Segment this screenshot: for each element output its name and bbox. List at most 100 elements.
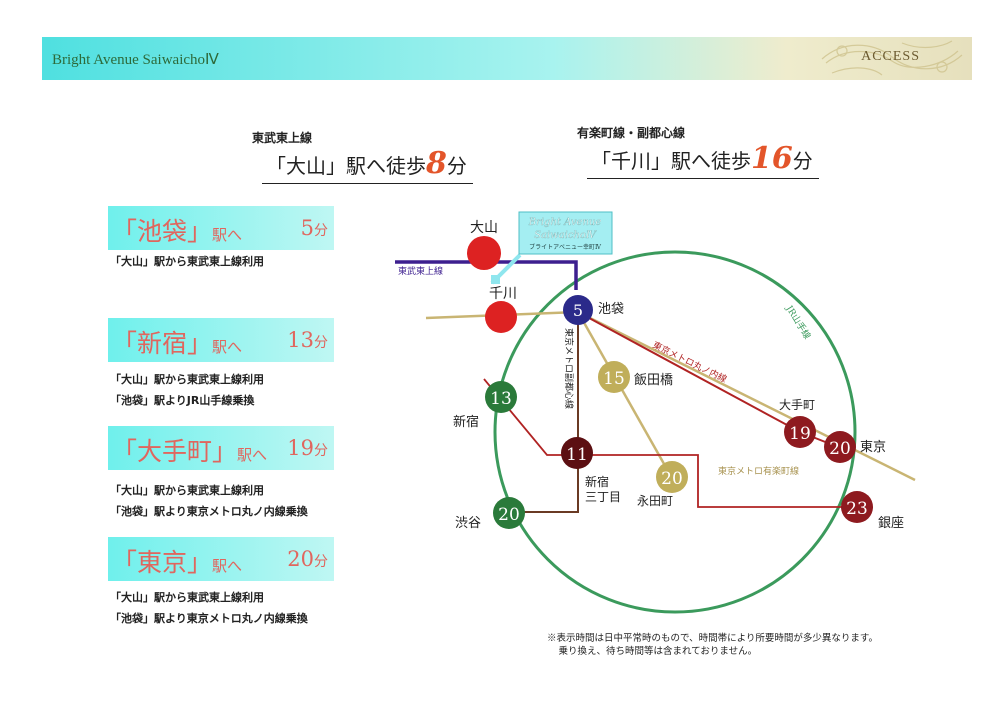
footnote-line: 乗り換え、待ち時間等は含まれておりません。 <box>547 646 758 657</box>
station-name: 飯田橋 <box>634 373 673 388</box>
walk-prefix: 「千川」駅へ徒歩 <box>591 149 751 173</box>
fukutoshin-label: 東京メトロ副都心線 <box>563 328 575 409</box>
property-name-jp: ブライトアベニュー幸町Ⅳ <box>529 243 602 251</box>
route-dest-name: 「新宿」 <box>112 329 213 358</box>
station-time: 20 <box>829 439 851 459</box>
station-nagatacho: 20 永田町 <box>637 461 688 508</box>
route-time: 19分 <box>287 436 328 460</box>
station-time: 20 <box>661 469 683 489</box>
route-note: 「大山」駅から東武東上線利用 <box>110 255 264 268</box>
route-notes-ikebukuro: 「大山」駅から東武東上線利用 <box>110 251 264 272</box>
route-time-unit: 分 <box>314 335 328 351</box>
station-iidabashi: 15 飯田橋 <box>598 361 673 393</box>
station-name: 大山 <box>470 220 498 236</box>
route-time: 5分 <box>301 216 328 240</box>
station-otemachi: 19 大手町 <box>779 398 816 448</box>
station-name: 新宿 <box>585 474 609 489</box>
route-time-value: 19 <box>287 436 314 460</box>
station-ginza: 23 銀座 <box>841 491 904 531</box>
walk-route-oyama: 東武東上線 「大山」駅へ徒歩8分 <box>252 129 473 184</box>
tobu-label: 東武東上線 <box>398 265 443 277</box>
station-name: 三丁目 <box>585 490 621 504</box>
route-notes-otemachi: 「大山」駅から東武東上線利用 「池袋」駅より東京メトロ丸ノ内線乗換 <box>110 480 308 522</box>
walk-route-senkawa: 有楽町線・副都心線 「千川」駅へ徒歩16分 <box>577 124 819 179</box>
station-name: 渋谷 <box>455 516 481 531</box>
route-time: 20分 <box>287 547 328 571</box>
route-note: 「池袋」駅より東京メトロ丸ノ内線乗換 <box>110 505 308 518</box>
station-time: 19 <box>789 424 811 444</box>
station-name: 新宿 <box>453 414 479 430</box>
route-box-ikebukuro: 「池袋」駅へ 5分 <box>108 206 334 250</box>
station-time: 15 <box>603 369 625 389</box>
ornament-decoration <box>821 40 963 76</box>
section-label: ACCESS <box>861 49 920 64</box>
property-title: Bright Avenue SaiwaichoⅣ <box>52 52 219 68</box>
route-note: 「大山」駅から東武東上線利用 <box>110 373 264 386</box>
route-dest-name: 「大手町」 <box>112 437 238 466</box>
yamanote-label: JR山手線 <box>783 302 814 341</box>
route-time-unit: 分 <box>314 554 328 570</box>
route-dest-name: 「東京」 <box>112 548 213 577</box>
route-note: 「池袋」駅よりJR山手線乗換 <box>110 394 255 407</box>
route-notes-tokyo: 「大山」駅から東武東上線利用 「池袋」駅より東京メトロ丸ノ内線乗換 <box>110 587 308 629</box>
station-time: 5 <box>573 301 583 320</box>
station-shinjuku-sanchome: 11 新宿 三丁目 <box>561 437 621 504</box>
route-note: 「大山」駅から東武東上線利用 <box>110 591 264 604</box>
station-name: 千川 <box>489 286 517 302</box>
station-name: 池袋 <box>598 302 624 317</box>
fukutoshin-line <box>512 312 579 513</box>
route-time-value: 20 <box>287 547 314 571</box>
route-box-tokyo: 「東京」駅へ 20分 <box>108 537 334 581</box>
property-card <box>518 211 613 255</box>
route-dest-suffix: 駅へ <box>212 338 243 356</box>
route-dest-suffix: 駅へ <box>212 557 243 575</box>
station-name: 永田町 <box>637 494 673 508</box>
station-name: 大手町 <box>779 398 815 412</box>
line-name: 東武東上線 <box>252 131 313 145</box>
route-time-value: 5 <box>300 216 314 240</box>
footnote-line: ※表示時間は日中平常時のもので、時間帯により所要時間が多少異なります。 <box>547 633 878 644</box>
route-box-shinjuku: 「新宿」駅へ 13分 <box>108 318 334 362</box>
station-name: 東京 <box>860 439 886 455</box>
route-time-value: 13 <box>287 328 314 352</box>
route-dest: 「新宿」駅へ <box>112 324 242 360</box>
route-notes-shinjuku: 「大山」駅から東武東上線利用 「池袋」駅よりJR山手線乗換 <box>110 369 264 411</box>
tobu-line <box>395 260 578 290</box>
route-box-otemachi: 「大手町」駅へ 19分 <box>108 426 334 470</box>
walk-unit: 分 <box>446 154 467 178</box>
route-note: 「大山」駅から東武東上線利用 <box>110 484 264 497</box>
route-dest-suffix: 駅へ <box>212 226 243 244</box>
marunouchi-line-south <box>483 378 858 508</box>
route-dest-suffix: 駅へ <box>237 446 268 464</box>
station-time: 11 <box>566 445 588 465</box>
route-dest-name: 「池袋」 <box>112 217 213 246</box>
station-shibuya: 20 渋谷 <box>455 497 525 531</box>
header-band: Bright Avenue SaiwaichoⅣ ACCESS <box>42 37 972 80</box>
walk-text: 「千川」駅へ徒歩16分 <box>587 141 819 179</box>
route-time-unit: 分 <box>314 443 328 459</box>
station-name: 銀座 <box>878 516 904 531</box>
route-time: 13分 <box>287 328 328 352</box>
walk-minutes: 8 <box>426 146 447 181</box>
route-dest: 「東京」駅へ <box>112 543 242 579</box>
property-name-en1: Bright Avenue <box>528 217 602 228</box>
property-name-en2: SaiwaichoⅣ <box>534 230 597 241</box>
yamanote-line <box>493 250 857 614</box>
walk-minutes: 16 <box>751 141 793 176</box>
station-senkawa: 千川 <box>485 286 517 333</box>
property-marker <box>491 275 500 284</box>
station-ikebukuro: 5 池袋 <box>563 295 624 325</box>
footnote: ※表示時間は日中平常時のもので、時間帯により所要時間が多少異なります。 乗り換え… <box>547 632 878 658</box>
station-shinjuku: 13 新宿 <box>453 381 517 430</box>
route-dest: 「大手町」駅へ <box>112 432 267 468</box>
yurakucho-branch <box>576 311 674 479</box>
walk-unit: 分 <box>792 149 813 173</box>
route-dest: 「池袋」駅へ <box>112 212 242 248</box>
walk-text: 「大山」駅へ徒歩8分 <box>262 146 473 184</box>
station-time: 20 <box>498 505 520 525</box>
station-oyama: 大山 <box>467 220 501 270</box>
station-tokyo: 20 東京 <box>824 431 886 463</box>
line-name: 有楽町線・副都心線 <box>577 126 686 140</box>
yurakucho-label: 東京メトロ有楽町線 <box>718 465 799 477</box>
